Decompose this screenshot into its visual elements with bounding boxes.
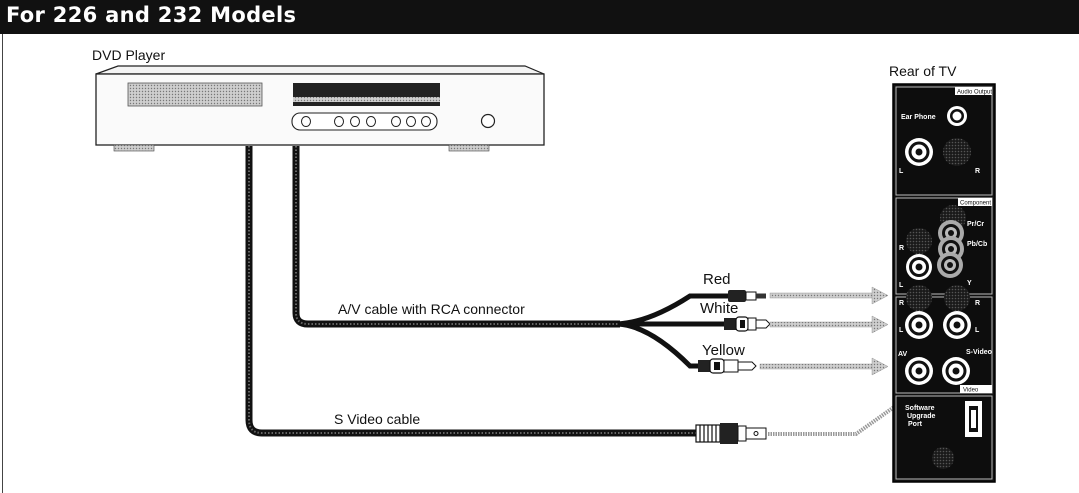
component-audio-l-jack bbox=[906, 254, 932, 280]
av1-r-label: R bbox=[899, 300, 904, 307]
dvd-display-panel bbox=[127, 82, 263, 107]
av2-l-label: L bbox=[975, 327, 980, 334]
software-upgrade-port-line-1: Software bbox=[905, 405, 935, 412]
dvd-power-button bbox=[480, 113, 496, 129]
dvd-player bbox=[95, 65, 545, 152]
software-upgrade-port-line-2: Upgrade bbox=[907, 413, 936, 420]
s-video-jack bbox=[942, 357, 970, 385]
component-r-label: R bbox=[899, 245, 904, 252]
bottom-jack bbox=[932, 447, 954, 469]
white-plug-label: White bbox=[700, 300, 738, 317]
yellow-plug bbox=[698, 358, 757, 374]
av-cable-label: A/V cable with RCA connector bbox=[338, 301, 525, 317]
av1-l-label: L bbox=[899, 327, 904, 334]
page-title: For 226 and 232 Models bbox=[6, 3, 297, 27]
rear-of-tv-label: Rear of TV bbox=[889, 63, 957, 79]
audio-out-l-jack bbox=[905, 138, 933, 166]
av2-r-jack bbox=[944, 285, 970, 311]
dvd-foot-left bbox=[113, 144, 155, 152]
red-plug-label: Red bbox=[703, 271, 731, 288]
s-video-cable bbox=[245, 146, 767, 444]
av1-r-jack bbox=[906, 285, 932, 311]
s-video-cable-label: S Video cable bbox=[334, 411, 420, 427]
dvd-foot-right bbox=[448, 144, 490, 152]
av-cable bbox=[292, 146, 730, 369]
av-label: AV bbox=[898, 351, 908, 358]
yellow-plug-label: Yellow bbox=[702, 342, 745, 359]
dvd-buttons bbox=[301, 116, 431, 127]
audio-out-r-label: R bbox=[975, 168, 980, 175]
software-upgrade-port-label: Software Upgrade Port bbox=[905, 405, 937, 428]
ear-phone-jack bbox=[947, 106, 967, 126]
dvd-button-row bbox=[291, 112, 438, 131]
component-audio-r-jack bbox=[906, 228, 932, 254]
software-upgrade-port-line-3: Port bbox=[908, 421, 923, 428]
dvd-player-label: DVD Player bbox=[92, 47, 165, 63]
av2-r-label: R bbox=[975, 300, 980, 307]
audio-out-r-jack bbox=[943, 138, 971, 166]
y-jack bbox=[937, 252, 963, 278]
pb-cb-label: Pb/Cb bbox=[967, 241, 987, 248]
ear-phone-label: Ear Phone bbox=[901, 114, 936, 121]
audio-output-label: Audio Output bbox=[957, 90, 992, 96]
white-plug bbox=[724, 316, 771, 332]
dvd-disc-tray bbox=[293, 83, 440, 106]
audio-out-l-label: L bbox=[899, 168, 904, 175]
av2-l-jack bbox=[943, 311, 971, 339]
y-label: Y bbox=[967, 280, 972, 287]
component-label: Component bbox=[960, 201, 991, 207]
video-label: Video bbox=[963, 388, 979, 394]
av1-l-jack bbox=[905, 311, 933, 339]
red-plug bbox=[728, 290, 766, 302]
av-video-jack bbox=[905, 357, 933, 385]
software-upgrade-port bbox=[965, 401, 982, 437]
left-border bbox=[2, 34, 3, 493]
title-bar: For 226 and 232 Models bbox=[0, 0, 1079, 34]
component-l-label: L bbox=[899, 282, 904, 289]
s-video-label: S-Video bbox=[966, 349, 992, 356]
pr-cr-label: Pr/Cr bbox=[967, 221, 984, 228]
